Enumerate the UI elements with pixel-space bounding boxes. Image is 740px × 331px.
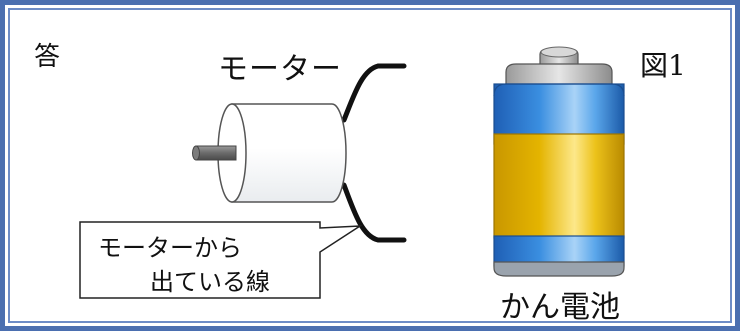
lower-wire — [341, 182, 407, 243]
battery-base — [493, 261, 625, 277]
battery-label: かん電池 — [500, 290, 620, 325]
motor-label: モーター — [218, 52, 342, 87]
battery-blue-bottom — [493, 235, 625, 267]
callout-box — [79, 221, 363, 299]
battery-yellow-band — [493, 133, 625, 239]
motor — [192, 103, 347, 203]
answer-label: 答 — [34, 42, 61, 72]
callout-line-2: 出ている線 — [150, 268, 270, 296]
upper-wire — [341, 63, 407, 123]
callout-line-1: モーターから — [98, 234, 242, 262]
figure-label: 図1 — [640, 49, 686, 82]
motor-shaft — [195, 145, 237, 161]
motor-wires — [341, 63, 407, 243]
battery — [493, 46, 625, 277]
